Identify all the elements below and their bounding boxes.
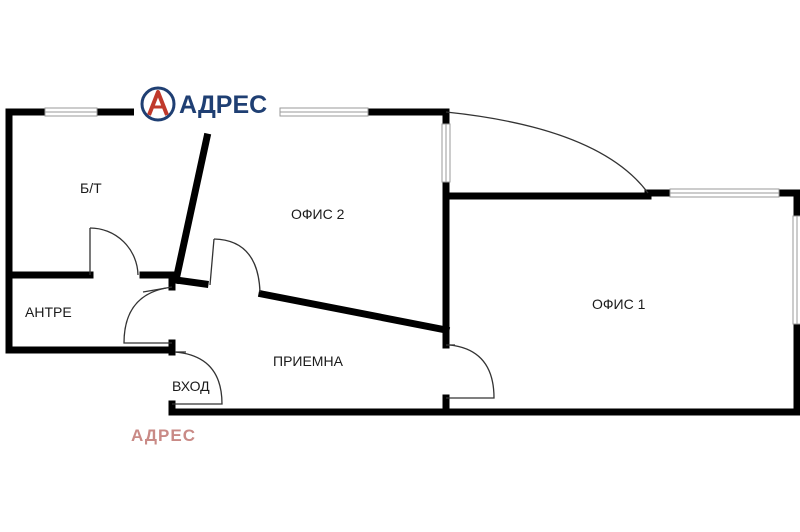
door-hallway-swing xyxy=(123,287,172,344)
room-label-reception: ПРИЕМНА xyxy=(273,353,344,369)
door-office2-swing xyxy=(213,238,261,293)
door-office2-leaf xyxy=(209,238,215,286)
room-label-entrance: ВХОД xyxy=(172,378,210,394)
watermark-text: АДРЕС xyxy=(131,426,196,445)
door-bathroom-swing xyxy=(89,227,139,276)
room-label-bathroom: Б/Т xyxy=(80,180,102,196)
room-label-hallway: АНТРЕ xyxy=(25,304,72,320)
doors xyxy=(89,111,649,405)
windows xyxy=(44,107,800,325)
wall-off2-diag xyxy=(257,289,451,335)
wall-diag-bath xyxy=(171,132,212,285)
walls xyxy=(5,108,800,416)
brand-logo: АДРЕС xyxy=(134,86,276,126)
door-office1-swing xyxy=(446,344,495,399)
room-label-office1: ОФИС 1 xyxy=(592,296,646,312)
door-entrance-swing xyxy=(172,351,223,405)
logo-text: АДРЕС xyxy=(179,91,267,119)
door-terrace xyxy=(445,111,649,194)
room-label-office2: ОФИС 2 xyxy=(291,206,345,222)
wall-off2-stub xyxy=(172,276,209,288)
